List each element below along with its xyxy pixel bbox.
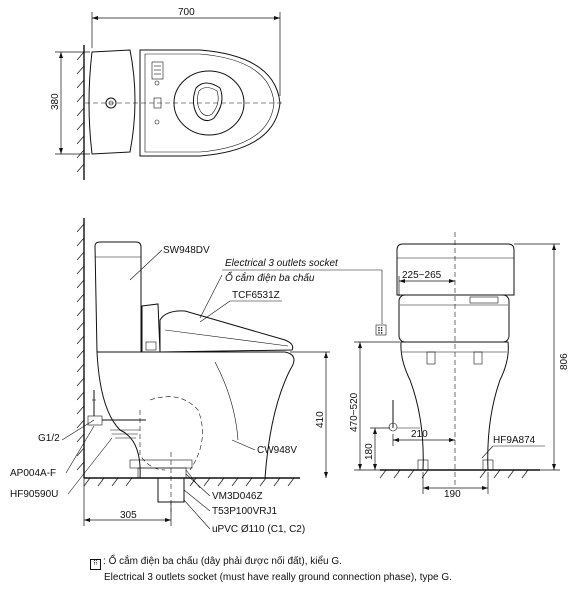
label-tank: SW948DV [163,245,210,256]
label-socket-en: Electrical 3 outlets socket [225,258,339,269]
dim-top-depth: 380 [50,93,61,110]
label-stop-valve: AP004A-F [10,468,56,479]
note-text-vn: Ổ cắm điện ba chấu (dây phải được nối đấ… [108,556,342,567]
dim-total-height: 806 [559,353,570,370]
side-view: 410 305 SW948DV Electrical 3 outlets soc… [10,218,382,535]
dim-seat-height: 410 [315,411,326,428]
label-hose: HF90590U [10,489,58,500]
socket-symbol-icon: ⠿ [90,559,101,570]
label-bowl: CW948V [257,445,297,456]
dim-supply-offset: 210 [411,429,428,440]
label-hose2: HF9A874 [493,435,536,446]
label-pipe: uPVC Ø110 (C1, C2) [212,524,305,535]
dim-top-width: 700 [178,7,195,18]
top-view: 700 380 [50,7,285,180]
legend-note: ⠿: Ổ cắm điện ba chấu (dây phải được nối… [90,554,452,585]
note-line-2: Electrical 3 outlets socket (must have r… [104,572,452,583]
note-line-1: ⠿: Ổ cắm điện ba chấu (dây phải được nối… [90,554,452,570]
dim-foot-width: 190 [444,489,461,500]
dim-socket-range: 225~265 [402,270,442,281]
label-inlet: G1/2 [38,433,60,444]
label-socket-vn: Ổ cắm điện ba chấu [225,271,315,284]
label-flange: VM3D046Z [212,491,263,502]
dim-rim-height: 470~520 [349,392,360,432]
dim-supply-height: 180 [364,443,375,460]
label-bolt: T53P100VRJ1 [212,506,277,517]
label-seat: TCF6531Z [232,290,280,301]
dim-roughin: 305 [120,510,137,521]
front-view: ⠿ 225~265 806 470~520 180 [349,232,570,500]
socket-symbol: ⠿ [377,326,384,336]
